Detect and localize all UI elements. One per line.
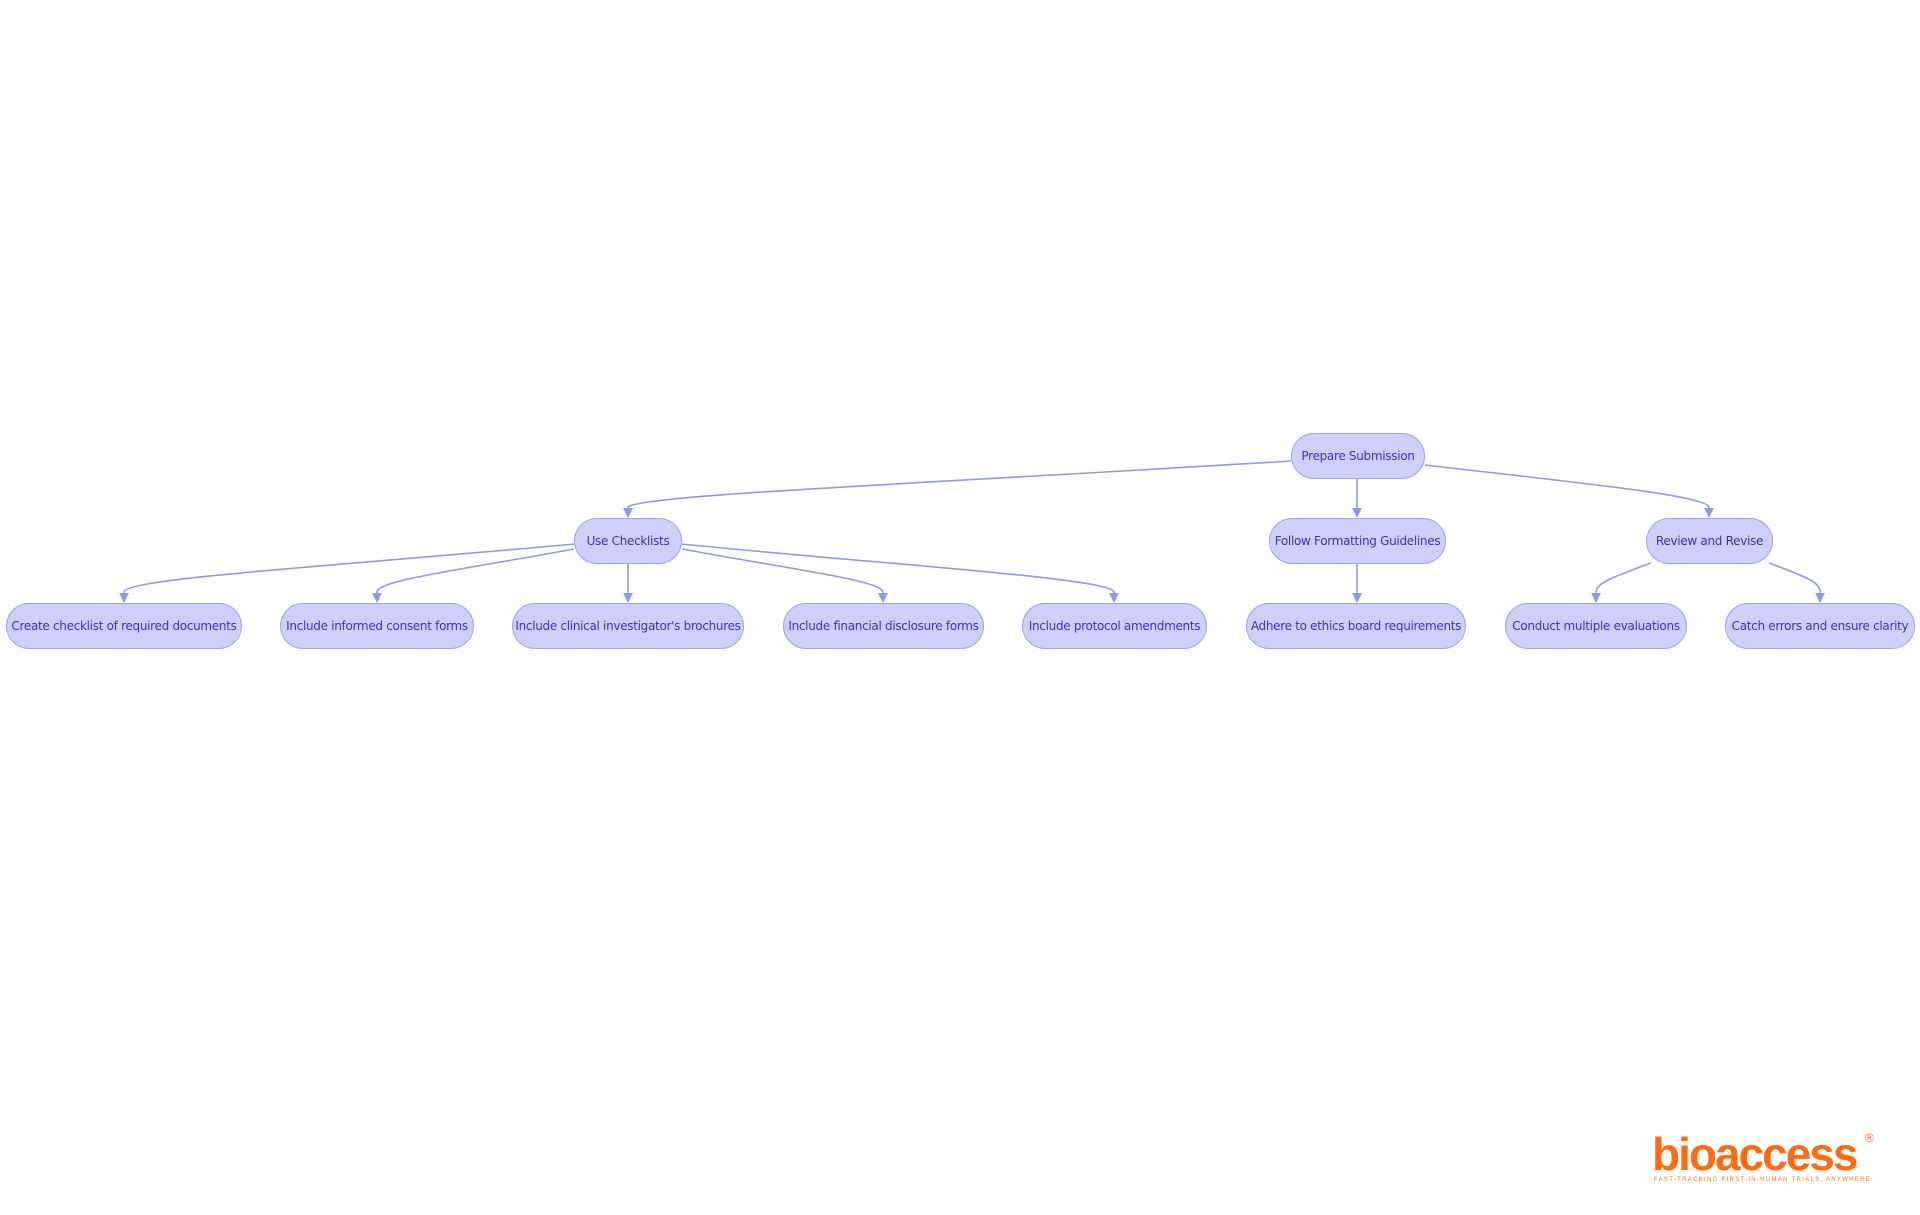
node-review-and-revise: Review and Revise xyxy=(1646,518,1773,564)
node-create-checklist: Create checklist of required documents xyxy=(6,603,242,649)
arrowhead-ethics xyxy=(1352,593,1362,603)
arrowhead-review xyxy=(1704,508,1714,518)
arrowhead-amendments xyxy=(1109,593,1119,603)
node-informed-consent: Include informed consent forms xyxy=(280,603,474,649)
edge-review-to-clarity xyxy=(1768,562,1821,595)
node-financial-disclosure: Include financial disclosure forms xyxy=(783,603,984,649)
node-ethics-board: Adhere to ethics board requirements xyxy=(1246,603,1466,649)
edge-checklists-to-create xyxy=(123,543,575,595)
node-prepare-submission: Prepare Submission xyxy=(1291,433,1425,479)
arrowhead-create xyxy=(119,593,129,603)
arrowhead-brochures xyxy=(623,593,633,603)
edge-checklists-to-consent xyxy=(376,548,575,595)
edge-prepare-to-checklists xyxy=(627,460,1292,510)
logo-tagline: FAST-TRACKING FIRST-IN-HUMAN TRIALS, ANY… xyxy=(1654,1177,1872,1183)
arrowhead-financial xyxy=(878,593,888,603)
logo-wordmark: bioaccess xyxy=(1652,1128,1858,1180)
arrowhead-formatting xyxy=(1352,508,1362,518)
node-follow-formatting-guidelines: Follow Formatting Guidelines xyxy=(1269,518,1446,564)
node-errors-clarity: Catch errors and ensure clarity xyxy=(1725,603,1915,649)
node-multiple-evaluations: Conduct multiple evaluations xyxy=(1505,603,1687,649)
edge-prepare-to-review xyxy=(1424,464,1710,510)
node-use-checklists: Use Checklists xyxy=(574,518,682,564)
edge-review-to-evaluations xyxy=(1595,562,1652,595)
arrowhead-evaluations xyxy=(1591,593,1601,603)
bioaccess-logo: bioaccess ® FAST-TRACKING FIRST-IN-HUMAN… xyxy=(1652,1130,1877,1186)
arrowhead-consent xyxy=(372,593,382,603)
edge-checklists-to-amendments xyxy=(681,543,1115,595)
arrowhead-checklists xyxy=(623,508,633,518)
node-protocol-amendments: Include protocol amendments xyxy=(1022,603,1207,649)
arrowhead-clarity xyxy=(1815,593,1825,603)
node-investigator-brochures: Include clinical investigator's brochure… xyxy=(512,603,744,649)
registered-mark-icon: ® xyxy=(1865,1131,1874,1145)
edge-checklists-to-financial xyxy=(681,548,884,595)
